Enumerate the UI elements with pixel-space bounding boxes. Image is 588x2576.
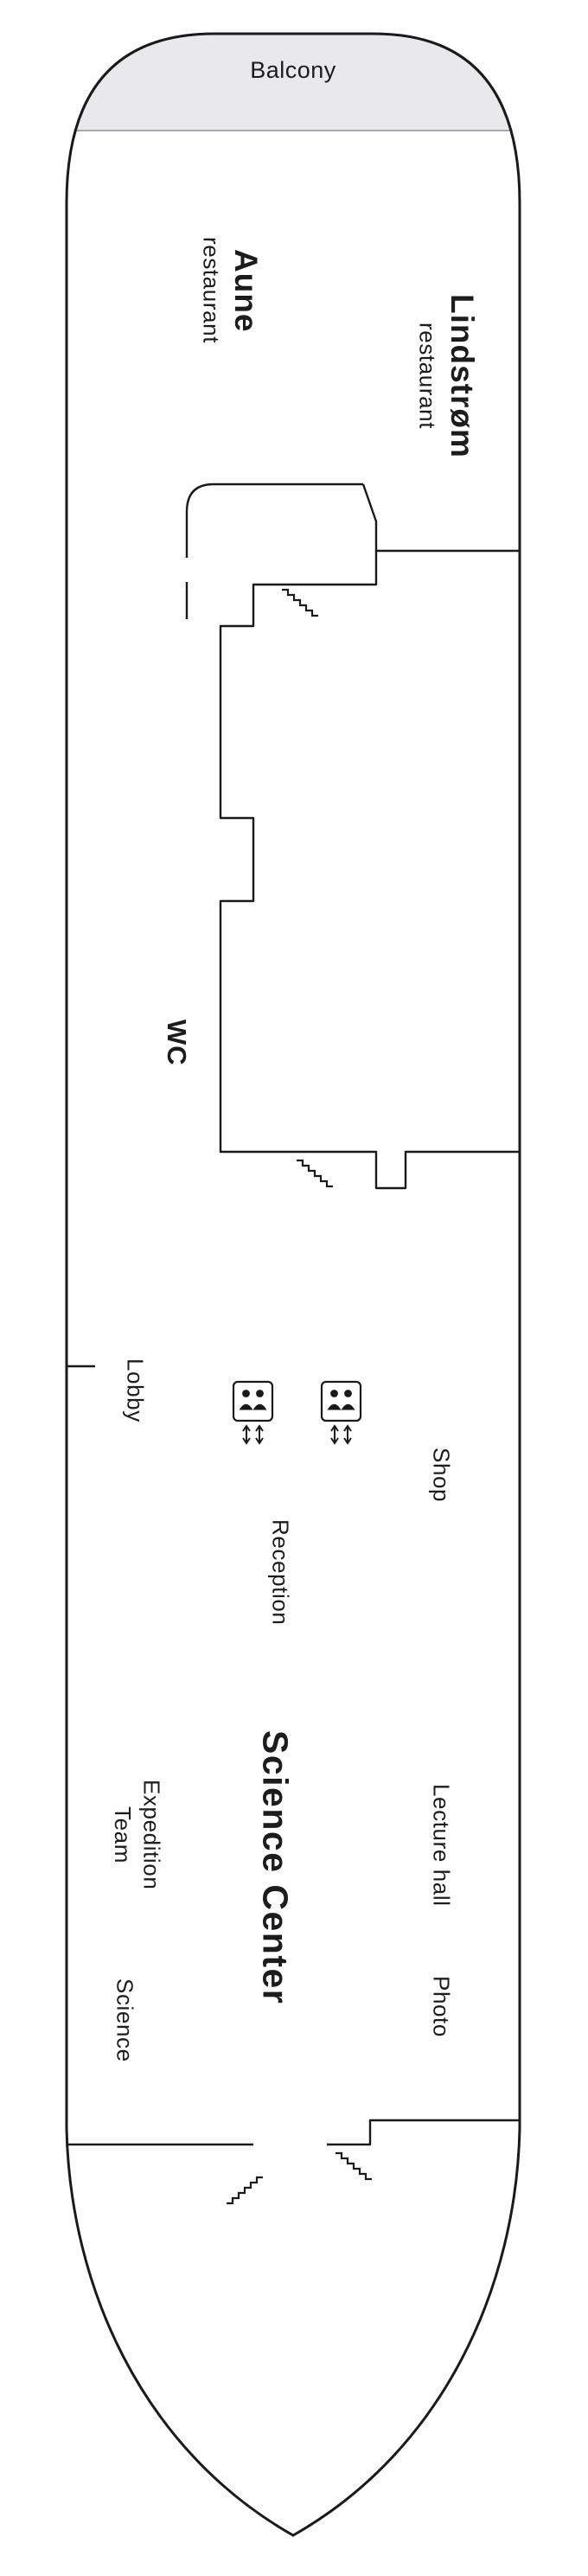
wall-bow-bulkhead [68,2119,519,2146]
science-label: Science [112,1978,138,2062]
expedition-team-label: Expedition Team [107,1764,166,1906]
lecture-hall-label: Lecture hall [428,1784,455,1907]
lindstrom-restaurant-name: Lindstrøm [444,294,480,458]
science-center-label: Science Center [255,1730,296,2005]
lindstrom-restaurant-label: Lindstrøm restaurant [413,255,482,497]
balcony-area [67,34,520,131]
expedition-team-line1: Expedition [138,1780,165,1890]
aune-restaurant-name: Aune [227,248,264,333]
photo-label: Photo [428,1975,455,2037]
lobby-label: Lobby [122,1358,149,1422]
aune-restaurant-label: Aune restaurant [197,216,265,365]
wall-aft-stairwell [185,483,378,619]
reception-label: Reception [267,1518,294,1626]
balcony-fill [67,34,520,131]
lindstrom-restaurant-type: restaurant [414,323,441,430]
wall-galley-block [219,549,520,1190]
wc-label: WC [161,1020,192,1066]
balcony-label: Balcony [250,57,336,83]
shop-label: Shop [428,1448,455,1503]
aune-restaurant-type: restaurant [198,237,225,344]
expedition-team-line2: Team [109,1806,136,1863]
